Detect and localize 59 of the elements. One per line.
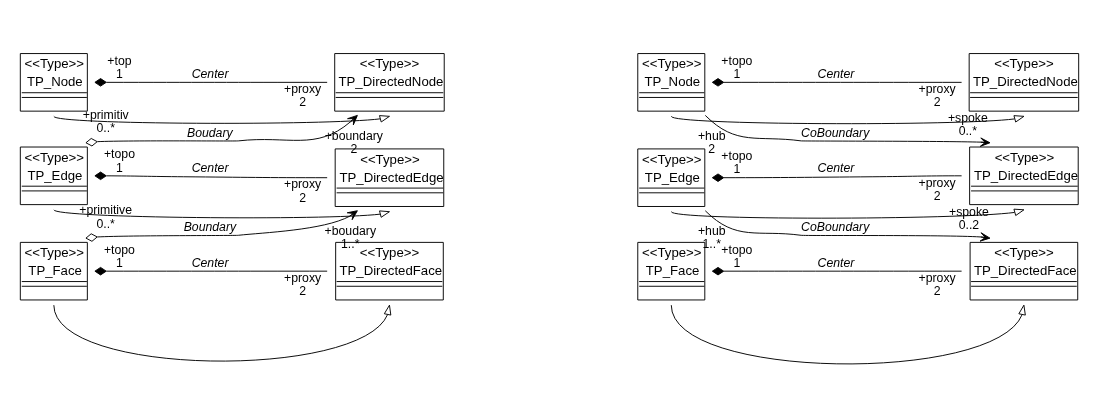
arrow: [670, 114, 1025, 124]
label: 2: [933, 283, 941, 298]
arrow: [53, 208, 390, 218]
arrow: [670, 208, 1025, 219]
edge-label: Boudary: [186, 125, 233, 140]
label: 1: [116, 255, 123, 270]
label: +topo: [721, 242, 753, 257]
connector: [94, 77, 328, 87]
label: +hub: [697, 223, 726, 238]
label: +topo: [103, 242, 135, 257]
label: 1: [116, 160, 123, 175]
arrow: [704, 209, 991, 242]
arrow: [85, 209, 358, 242]
edge-label: Boundary: [183, 219, 237, 234]
label: 0..*: [958, 123, 978, 138]
label: +proxy: [284, 81, 322, 96]
edge-label: Center: [817, 160, 855, 175]
label: 2: [933, 94, 941, 109]
label: +topo: [103, 146, 135, 161]
label: +spoke: [948, 204, 989, 219]
edge-label: Center: [191, 66, 229, 81]
label: +top: [107, 53, 132, 68]
label: +proxy: [918, 270, 956, 285]
label: 2: [708, 141, 716, 156]
label: +proxy: [918, 81, 956, 96]
label: 0..2: [958, 217, 980, 232]
label: 2: [299, 190, 307, 205]
label: 0..*: [96, 120, 115, 135]
connector: [94, 266, 328, 275]
arrow: [704, 114, 991, 147]
label: +boudary: [324, 223, 377, 238]
label: +topo: [721, 53, 753, 68]
label: 1: [116, 66, 123, 81]
label: +boundary: [324, 128, 383, 143]
edge-label: Center: [191, 255, 229, 270]
label: +proxy: [284, 270, 322, 285]
connector: [94, 171, 328, 180]
arrow: [85, 114, 358, 146]
edge-label: Center: [817, 255, 855, 270]
label: 2: [933, 188, 941, 203]
label: 2: [299, 94, 307, 109]
label: 0..*: [96, 216, 115, 231]
label: +proxy: [918, 175, 956, 190]
arrow: [670, 304, 1026, 364]
connector: [711, 77, 963, 87]
edge-label: CoBoundary: [801, 219, 870, 234]
edge-label: Center: [191, 160, 229, 175]
edge-label: Center: [817, 66, 855, 81]
label: +hub: [697, 128, 726, 143]
label: 2: [299, 283, 307, 298]
connector: [711, 172, 963, 182]
connector: [711, 266, 963, 275]
arrow: [53, 304, 392, 361]
label: +primitive: [79, 202, 133, 217]
edge-label: CoBoundary: [801, 125, 870, 140]
arrow: [53, 114, 390, 124]
label: +spoke: [947, 110, 988, 125]
label: +proxy: [284, 176, 322, 191]
label: +topo: [721, 148, 753, 163]
